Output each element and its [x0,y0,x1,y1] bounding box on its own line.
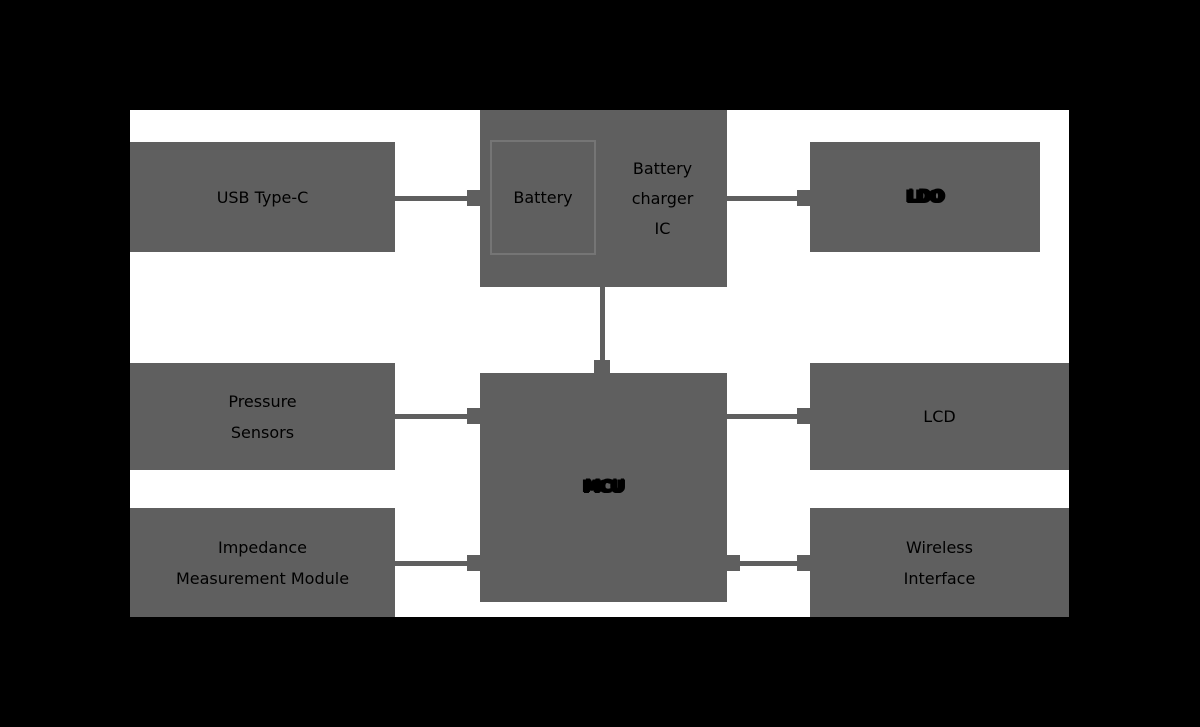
block-impedance-measurement-module-label: Impedance Measurement Module [175,537,350,588]
connector-mcu-to-lcd-pin [797,408,810,424]
connector-mcu-to-wireless-pin-right [797,555,810,571]
block-pressure-sensors: Pressure Sensors [130,363,395,470]
block-wireless-interface: Wireless Interface [810,508,1069,617]
block-mcu-label: MCU [583,477,624,497]
block-battery: Battery [490,140,596,255]
connector-usb-to-charger [395,196,480,201]
connector-pressure-to-mcu [395,414,480,419]
block-battery-label: Battery [513,188,573,207]
block-ldo-label: LDO [906,186,944,207]
block-wireless-interface-label: Wireless Interface [903,537,976,588]
block-lcd: LCD [810,363,1069,470]
block-battery-charger-ic: Battery Battery charger IC [480,110,727,287]
block-battery-charger-ic-label: Battery charger IC [631,158,694,238]
block-mcu: MCU [480,373,727,602]
connector-pressure-to-mcu-pin [467,408,480,424]
connector-mcu-to-lcd [727,414,810,419]
block-usb-type-c: USB Type-C [130,142,395,252]
connector-charger-to-ldo [727,196,810,201]
block-battery-charger-ic-text: Battery charger IC [598,110,727,287]
connector-usb-to-charger-pin [467,190,480,206]
connector-mcu-to-wireless [727,561,810,566]
connector-charger-to-mcu-pin [594,360,610,373]
connector-impedance-to-mcu [395,561,480,566]
block-impedance-measurement-module: Impedance Measurement Module [130,508,395,617]
block-usb-type-c-label: USB Type-C [216,187,309,207]
connector-impedance-to-mcu-pin [467,555,480,571]
connector-mcu-to-wireless-pin-left [727,555,740,571]
block-lcd-label: LCD [923,407,956,426]
block-ldo: LDO [810,142,1040,252]
connector-charger-to-ldo-pin [797,190,810,206]
block-pressure-sensors-label: Pressure Sensors [228,391,297,442]
connector-charger-to-mcu [600,287,605,373]
